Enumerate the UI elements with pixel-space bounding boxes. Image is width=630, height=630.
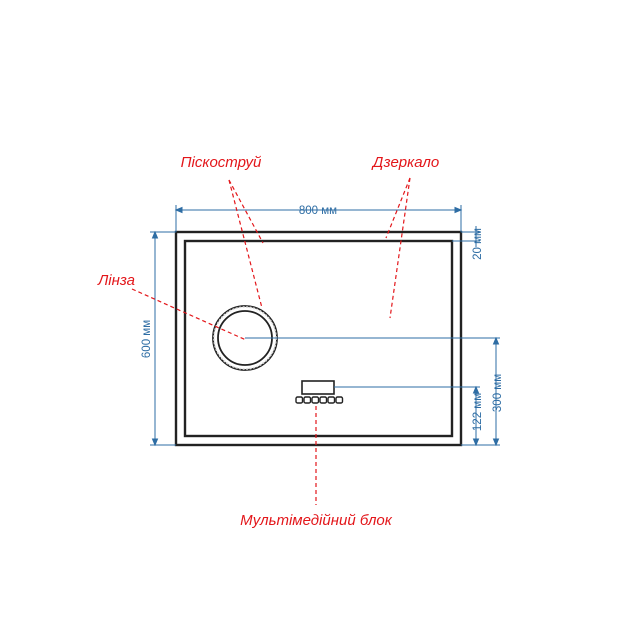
dimension-border: 20 мм	[472, 228, 484, 260]
control-button	[311, 396, 320, 404]
control-button	[295, 396, 304, 404]
dimension-block-height: 122 мм	[472, 393, 484, 431]
label-mirror: Дзеркало	[371, 154, 439, 171]
callout-leaders	[131, 177, 411, 505]
label-lens: Лінза	[97, 272, 135, 289]
multimedia-display	[301, 380, 335, 395]
multimedia-block	[295, 380, 344, 404]
dimension-lens-height: 300 мм	[492, 374, 504, 412]
dimension-lines	[150, 205, 500, 447]
control-button	[335, 396, 344, 404]
control-button	[303, 396, 312, 404]
control-button	[319, 396, 328, 404]
dimension-width: 800 мм	[299, 205, 337, 217]
control-button	[327, 396, 336, 404]
dimension-height: 600 мм	[141, 320, 153, 358]
multimedia-buttons	[295, 396, 344, 404]
label-multimedia: Мультімедійний блок	[240, 512, 393, 529]
label-sandblast: Піскоструй	[181, 154, 262, 171]
